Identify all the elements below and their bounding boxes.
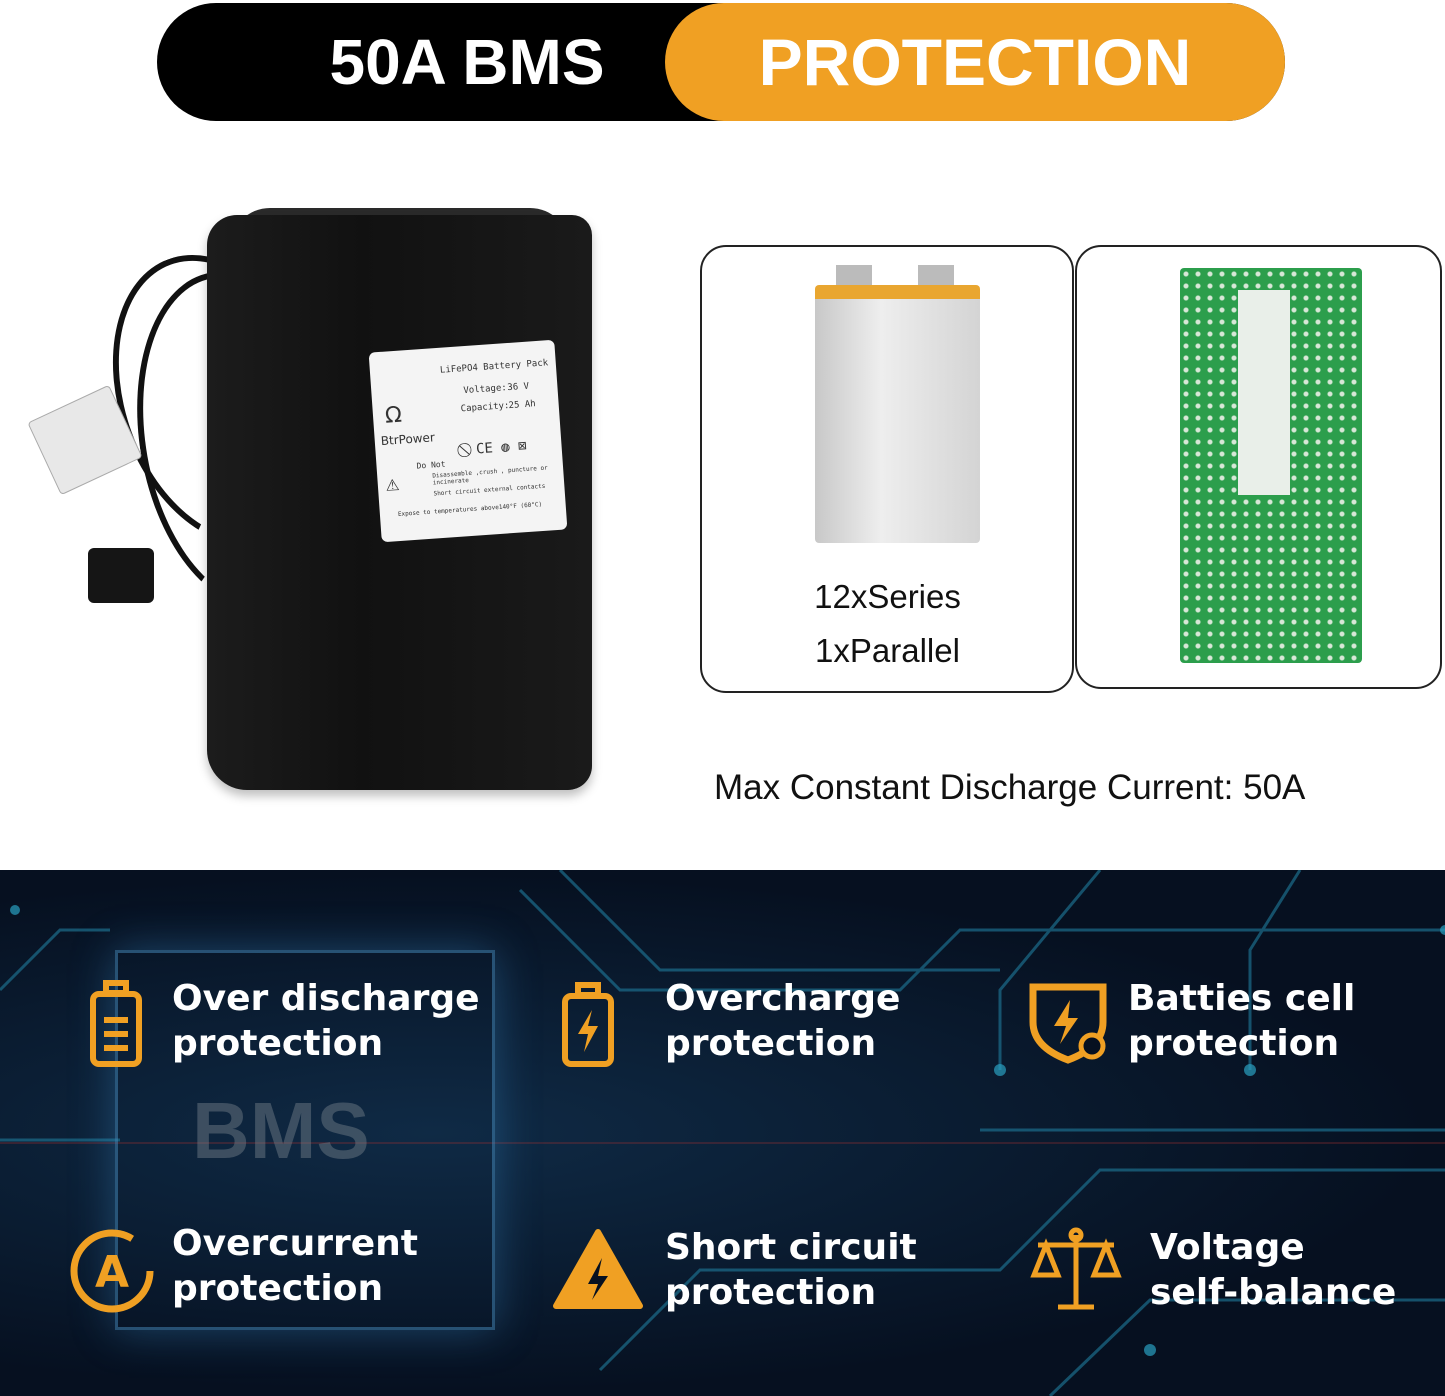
feature-subtitle: protection: [665, 1272, 877, 1313]
parallel-text: 1xParallel: [815, 632, 960, 669]
feature-subtitle: protection: [172, 1268, 384, 1309]
svg-text:A: A: [95, 1247, 129, 1298]
voltage-label: Voltage:: [463, 383, 508, 397]
feature-subtitle: protection: [1128, 1023, 1340, 1064]
warning-bolt-icon: [553, 1229, 643, 1309]
feature-title: Over discharge: [172, 978, 480, 1019]
shield-bolt-icon: [1029, 983, 1107, 1064]
feature-title: Voltage: [1150, 1227, 1305, 1268]
bms-busbar: [1238, 290, 1290, 495]
banner-left-text: 50A BMS: [329, 26, 605, 98]
series-text: 12xSeries: [814, 578, 961, 615]
feature-subtitle: protection: [665, 1023, 877, 1064]
brand-logo-icon: Ω: [384, 402, 403, 429]
feature-subtitle: protection: [172, 1023, 384, 1064]
battery-level-icon: [90, 980, 142, 1067]
warning-3: Expose to temperatures above140°F (60°C): [397, 500, 543, 519]
features-section: [0, 870, 1445, 1396]
feature-title: Overcharge: [665, 978, 901, 1019]
cell-config: 12xSeries 1xParallel: [700, 570, 1075, 678]
battery-label: LiFePO4 Battery Pack Ω BtrPower Voltage:…: [368, 339, 568, 543]
banner-right-text: PROTECTION: [665, 3, 1285, 121]
pouch-cell-image: [815, 285, 980, 543]
brand-name: BtrPower: [380, 430, 436, 449]
ampere-circle-icon: A: [70, 1229, 154, 1313]
chip-label: BMS: [192, 1086, 370, 1175]
feature-subtitle: self-balance: [1150, 1272, 1397, 1313]
warning-triangle-icon: ⚠: [384, 470, 400, 497]
feature-title: Batties cell: [1128, 978, 1356, 1019]
feature-title: Short circuit: [665, 1227, 917, 1268]
max-discharge-text: Max Constant Discharge Current: 50A: [714, 768, 1306, 807]
label-title: LiFePO4 Battery Pack: [439, 358, 549, 376]
balance-scale-icon: [1030, 1227, 1122, 1310]
warning-heading: Do Not: [416, 459, 446, 471]
chip-graphic: [115, 950, 495, 1330]
capacity-label: Capacity:: [460, 401, 510, 415]
charge-connector: [88, 548, 154, 603]
voltage-value: 36 V: [507, 381, 530, 394]
certification-icons: ⃠ CE ◍ ⊠: [467, 437, 528, 459]
capacity-value: 25 Ah: [508, 399, 537, 412]
feature-title: Overcurrent: [172, 1223, 418, 1264]
battery-bolt-icon: [562, 982, 614, 1067]
circuit-background: [0, 870, 1445, 1396]
